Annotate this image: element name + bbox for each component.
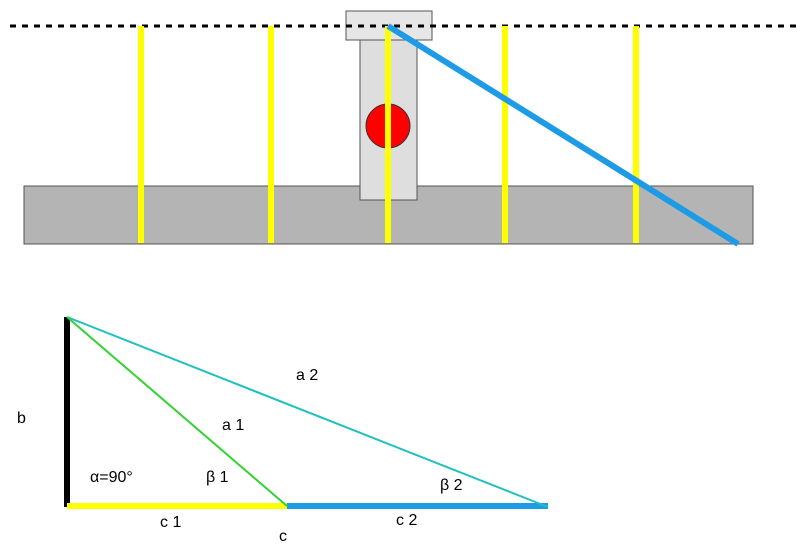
label-c1: c 1: [160, 514, 181, 531]
blue-diagonal-ray: [386, 23, 740, 247]
label-beta1: β 1: [206, 469, 229, 486]
label-c2: c 2: [396, 512, 417, 529]
label-a2: a 2: [296, 367, 318, 384]
hypotenuse-a1: [66, 316, 288, 507]
hypotenuse-a2: [66, 316, 549, 508]
label-beta2: β 2: [440, 477, 463, 494]
label-b: b: [17, 410, 26, 427]
label-a1: a 1: [222, 417, 244, 434]
label-c: c: [279, 528, 287, 545]
yellow-rays: [138, 26, 639, 243]
label-alpha: α=90°: [90, 469, 133, 486]
